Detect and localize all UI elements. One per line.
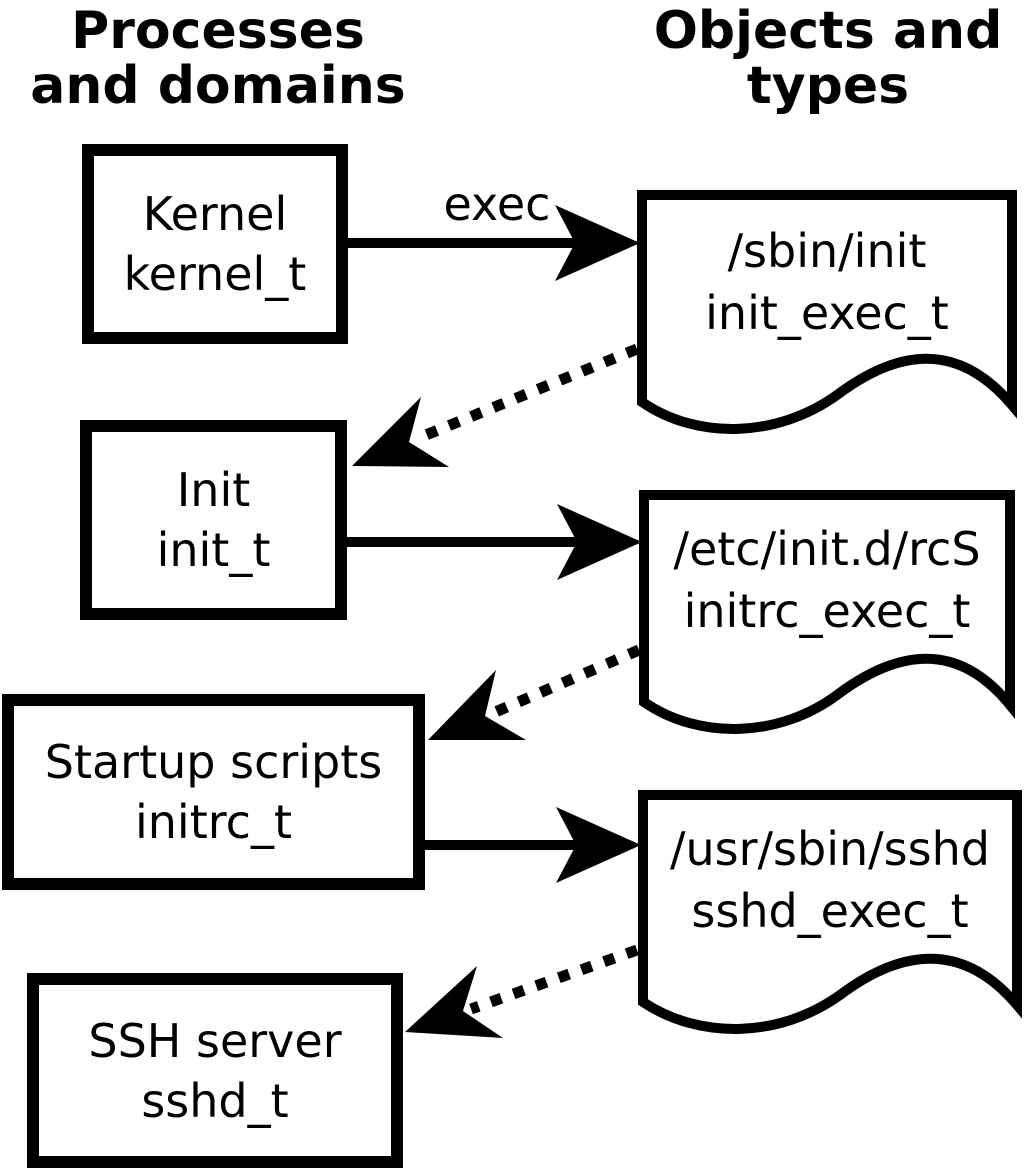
process-name: Init [176, 463, 251, 517]
transition-arrow-sbin-init-to-init [352, 343, 640, 467]
process-node-startup-scripts: Startup scripts initrc_t [2, 694, 425, 890]
heading-objects-and-types: Objects and types [628, 4, 1024, 113]
object-path: /etc/init.d/rcS [673, 522, 981, 576]
process-node-kernel: Kernel kernel_t [82, 144, 348, 344]
transition-arrow-sshd-to-sshd-domain [405, 944, 639, 1038]
transition-arrow-rcs-to-initrc [428, 644, 642, 740]
process-domain: init_t [156, 523, 271, 577]
object-type: sshd_exec_t [691, 884, 969, 938]
heading-processes-and-domains: Processes and domains [18, 4, 418, 113]
process-name: Kernel [142, 187, 288, 241]
process-domain: kernel_t [123, 247, 307, 301]
object-node-shape-sbin-init [637, 190, 1017, 434]
exec-edge-label: exec [443, 177, 551, 231]
process-node-init: Init init_t [80, 420, 347, 620]
object-node-etc-initd-rcs: /etc/init.d/rcS initrc_exec_t [639, 518, 1015, 642]
process-name: Startup scripts [44, 735, 383, 789]
object-type: initrc_exec_t [683, 584, 971, 638]
exec-arrow-init-to-rcs [337, 504, 642, 580]
object-path: /usr/sbin/sshd [670, 822, 990, 876]
process-name: SSH server [88, 1013, 342, 1068]
object-type: init_exec_t [705, 286, 949, 340]
process-domain: sshd_t [141, 1073, 289, 1128]
heading-objects-line1: Objects and [653, 1, 1003, 61]
heading-processes-line1: Processes [71, 1, 365, 61]
exec-arrow-kernel-to-sbin-init [338, 205, 640, 281]
object-node-usr-sbin-sshd: /usr/sbin/sshd sshd_exec_t [638, 818, 1022, 942]
heading-processes-line2: and domains [30, 55, 406, 116]
object-node-sbin-init: /sbin/init init_exec_t [637, 220, 1017, 344]
heading-objects-line2: types [746, 55, 910, 116]
object-path: /sbin/init [727, 224, 927, 278]
object-node-shape-etc-initd-rcs [639, 490, 1015, 734]
process-domain: initrc_t [135, 795, 292, 849]
object-node-shape-usr-sbin-sshd [638, 790, 1022, 1034]
exec-arrow-initrc-to-sshd [415, 807, 641, 883]
process-node-ssh-server: SSH server sshd_t [27, 973, 403, 1168]
